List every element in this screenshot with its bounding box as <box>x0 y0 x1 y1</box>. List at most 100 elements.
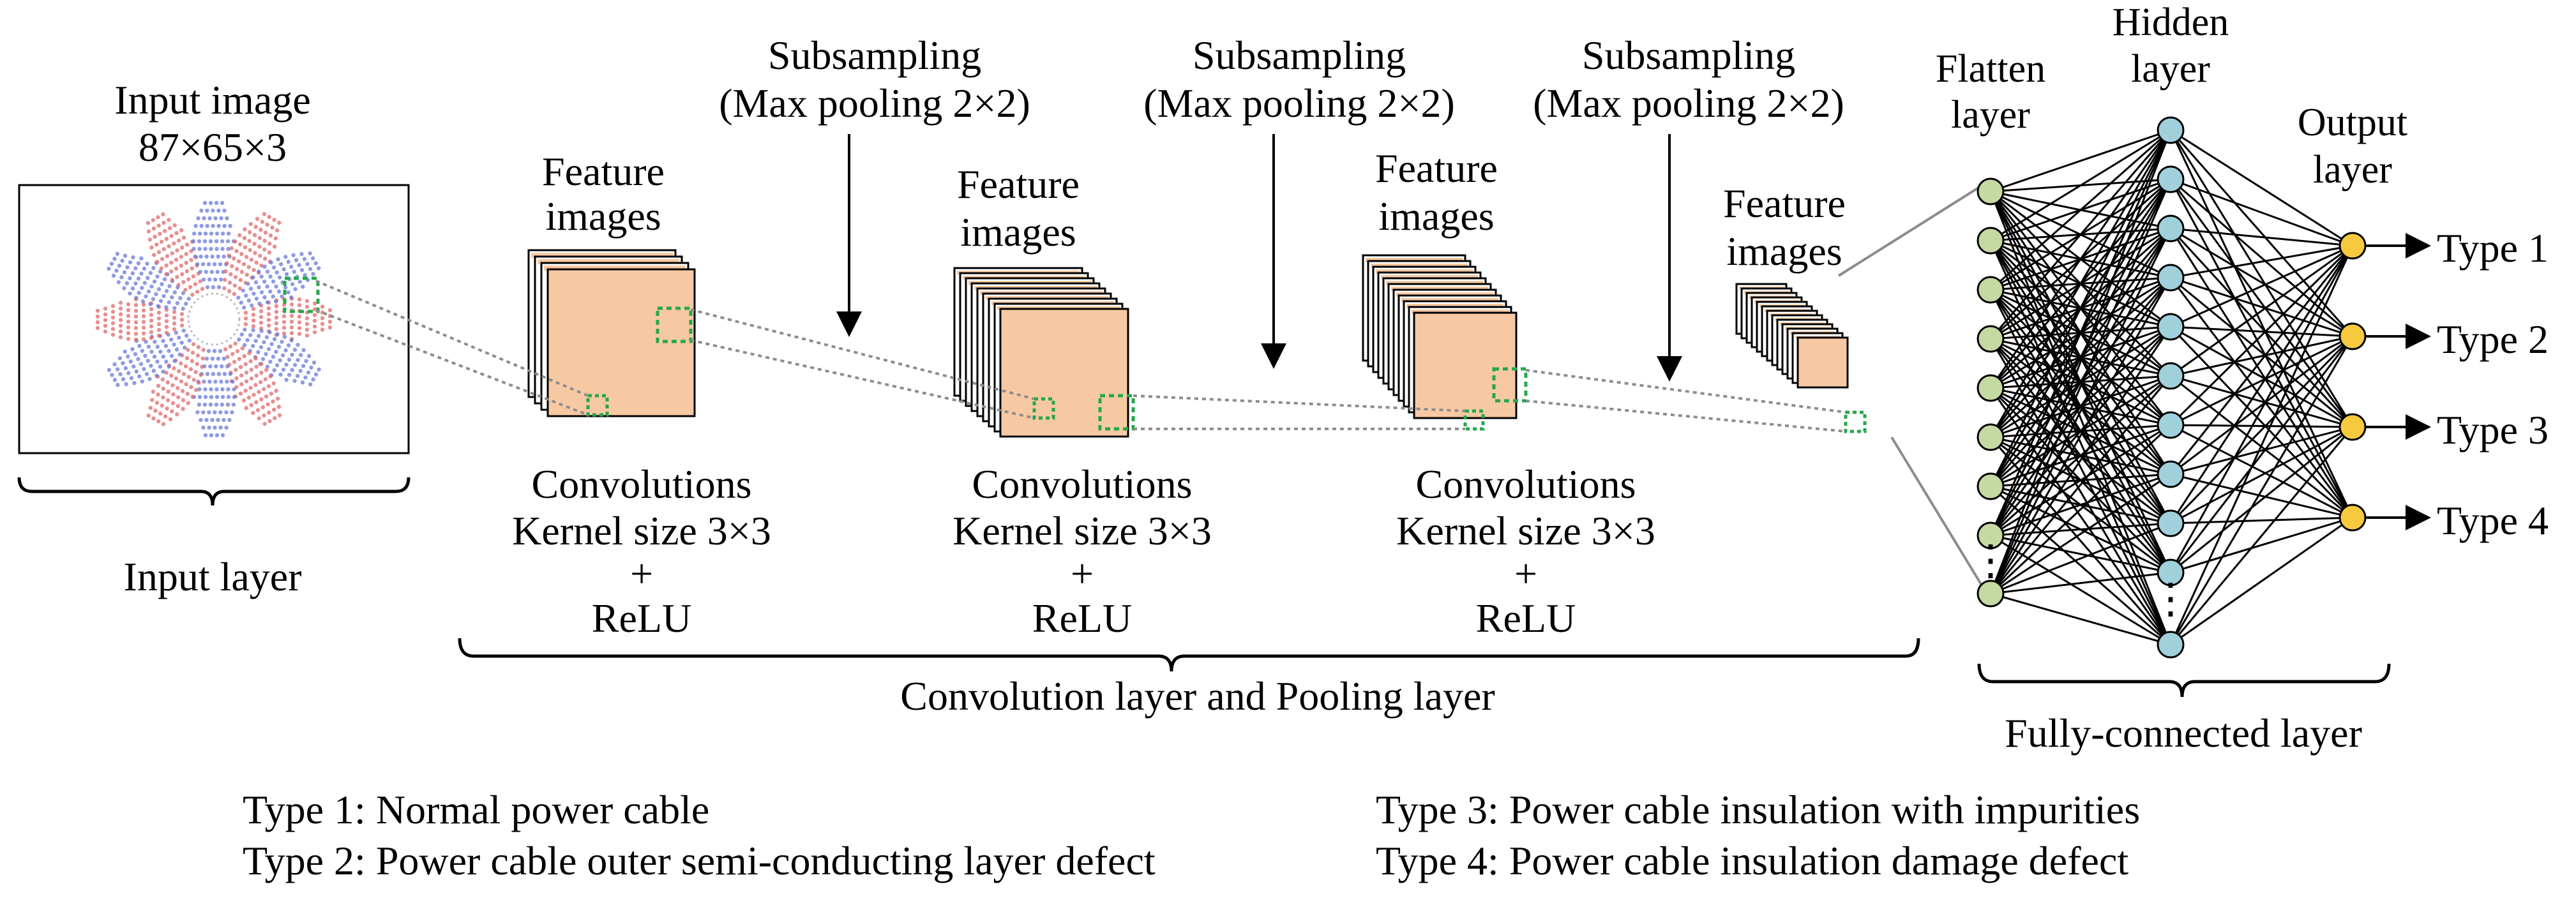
input-dot <box>214 200 219 206</box>
input-dot <box>154 400 160 405</box>
fc-edge <box>2169 130 2354 428</box>
input-dot <box>259 227 263 232</box>
input-dot <box>191 239 196 244</box>
input-dot <box>316 266 321 271</box>
input-dot <box>181 280 186 285</box>
input-dot <box>276 289 282 294</box>
input-dot <box>259 329 264 333</box>
input-dot <box>215 269 220 274</box>
input-dot <box>146 221 151 225</box>
input-dot <box>218 425 223 430</box>
input-dot <box>114 268 119 273</box>
input-dot <box>144 371 149 377</box>
input-dot <box>205 208 209 213</box>
input-dot <box>305 299 310 303</box>
fc-edge <box>1989 437 2172 645</box>
fc-edge <box>1989 277 2172 594</box>
input-dot <box>231 402 236 407</box>
input-dot <box>282 314 287 318</box>
fc-edge <box>1990 129 2171 291</box>
input-dot <box>234 267 239 271</box>
fc-edge <box>2170 244 2353 279</box>
input-dot <box>126 354 130 359</box>
input-dot <box>210 254 215 259</box>
input-dot <box>181 291 186 296</box>
input-dot <box>257 334 261 338</box>
input-dot <box>177 369 181 373</box>
flatten-guide-bottom <box>1890 436 1988 595</box>
input-dot <box>229 246 234 251</box>
input-dot <box>146 345 151 349</box>
input-dot <box>259 361 264 366</box>
input-dot <box>174 257 179 262</box>
input-dot <box>148 405 153 410</box>
input-dot <box>128 291 132 296</box>
input-dot <box>207 277 212 282</box>
hidden-node <box>2157 264 2185 292</box>
input-dot <box>226 246 230 251</box>
input-dot <box>328 319 333 324</box>
input-dot <box>169 337 174 342</box>
stack4-feature-line1: Feature <box>1723 181 1846 226</box>
input-dot <box>149 313 154 317</box>
input-dot <box>175 248 179 253</box>
input-dot <box>275 228 280 233</box>
input-dot <box>242 343 247 347</box>
input-dot <box>232 394 237 400</box>
input-dot <box>241 398 246 403</box>
input-dot <box>164 325 169 329</box>
input-dot <box>272 337 277 341</box>
input-dot <box>181 236 186 240</box>
fc-edge <box>2169 130 2354 518</box>
fc-edge <box>1989 228 2172 536</box>
input-dot <box>274 327 279 331</box>
input-dot <box>238 391 243 396</box>
input-dot <box>266 384 271 389</box>
input-dot <box>274 315 279 320</box>
input-dot <box>119 275 124 280</box>
input-dot <box>274 389 278 393</box>
input-dot <box>260 220 265 224</box>
input-dot <box>137 343 142 348</box>
input-dot <box>153 408 158 413</box>
input-dot <box>269 341 274 347</box>
input-dot <box>199 208 204 213</box>
feature-image-sheet <box>1413 311 1518 419</box>
input-dot <box>141 326 146 330</box>
input-dot <box>228 344 233 349</box>
fc-edge <box>2170 276 2353 428</box>
fc-edge <box>2169 336 2354 573</box>
input-dot <box>197 380 201 385</box>
input-dot <box>128 276 132 281</box>
hidden-node <box>2157 631 2185 659</box>
input-dot <box>195 262 200 267</box>
input-dot <box>195 410 200 415</box>
input-dot <box>292 378 297 383</box>
input-dot <box>263 230 268 235</box>
input-dot <box>328 308 333 313</box>
flatten-node <box>1977 423 2005 451</box>
input-dot <box>219 216 223 221</box>
fc-edge <box>2170 227 2353 247</box>
input-dot <box>234 249 239 253</box>
input-dot <box>154 292 158 297</box>
flatten-node <box>1977 472 2005 500</box>
input-dot <box>242 236 247 241</box>
input-dot <box>252 241 257 246</box>
input-dot <box>211 371 216 377</box>
input-dot <box>282 334 287 339</box>
input-dot <box>209 269 214 274</box>
input-dot <box>146 413 151 418</box>
input-dot <box>169 234 174 238</box>
input-dot <box>179 255 184 259</box>
input-dot <box>277 220 282 225</box>
input-dot <box>110 315 116 320</box>
fc-edge <box>2170 516 2353 574</box>
input-dot <box>268 233 273 238</box>
input-dot <box>191 274 196 279</box>
input-dot <box>134 369 139 374</box>
input-dot <box>164 263 169 268</box>
conv-labels-3: Convolutions Kernel size 3×3 + ReLU <box>1396 461 1655 641</box>
input-dot <box>259 290 264 295</box>
input-dot <box>281 367 286 372</box>
